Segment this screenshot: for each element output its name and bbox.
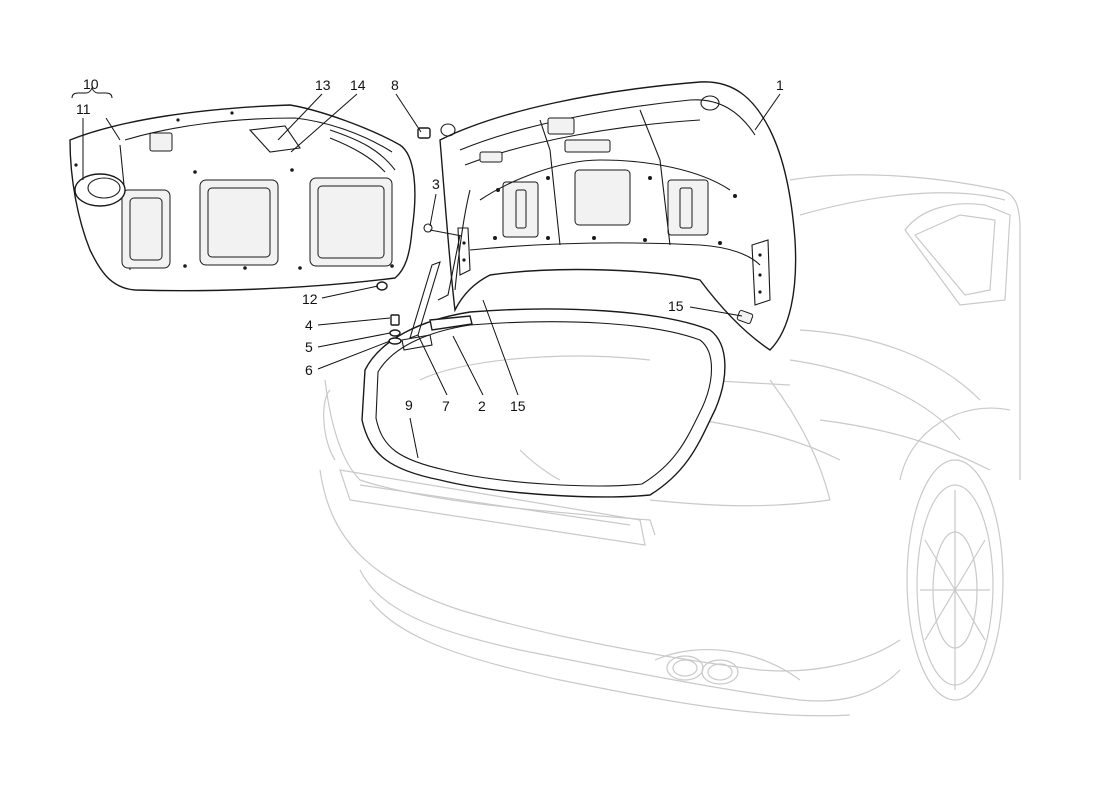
callout-4: 4 bbox=[305, 317, 313, 333]
trunk-liner-panel bbox=[69, 104, 416, 292]
callout-7: 7 bbox=[442, 398, 450, 414]
callout-13: 13 bbox=[315, 77, 331, 93]
leader-lines bbox=[71, 86, 781, 459]
callout-3: 3 bbox=[432, 176, 440, 192]
trunk-lid bbox=[439, 81, 797, 351]
callout-15-trunk: 15 bbox=[510, 398, 526, 414]
callout-11: 11 bbox=[76, 101, 91, 117]
callout-15-lid: 15 bbox=[668, 298, 684, 314]
hinge-assembly bbox=[401, 189, 473, 351]
callout-2: 2 bbox=[478, 398, 486, 414]
callout-14: 14 bbox=[350, 77, 366, 93]
callouts: 10 11 13 14 8 1 3 12 4 5 6 7 2 15 15 9 bbox=[76, 76, 784, 414]
callout-1: 1 bbox=[776, 77, 784, 93]
callout-6: 6 bbox=[305, 362, 313, 378]
car-body-outline bbox=[319, 174, 1021, 717]
callout-8: 8 bbox=[391, 77, 399, 93]
callout-12: 12 bbox=[302, 291, 318, 307]
callout-5: 5 bbox=[305, 339, 313, 355]
callout-10: 10 bbox=[83, 76, 99, 92]
callout-9: 9 bbox=[405, 397, 413, 413]
trunk-seal bbox=[361, 308, 726, 498]
